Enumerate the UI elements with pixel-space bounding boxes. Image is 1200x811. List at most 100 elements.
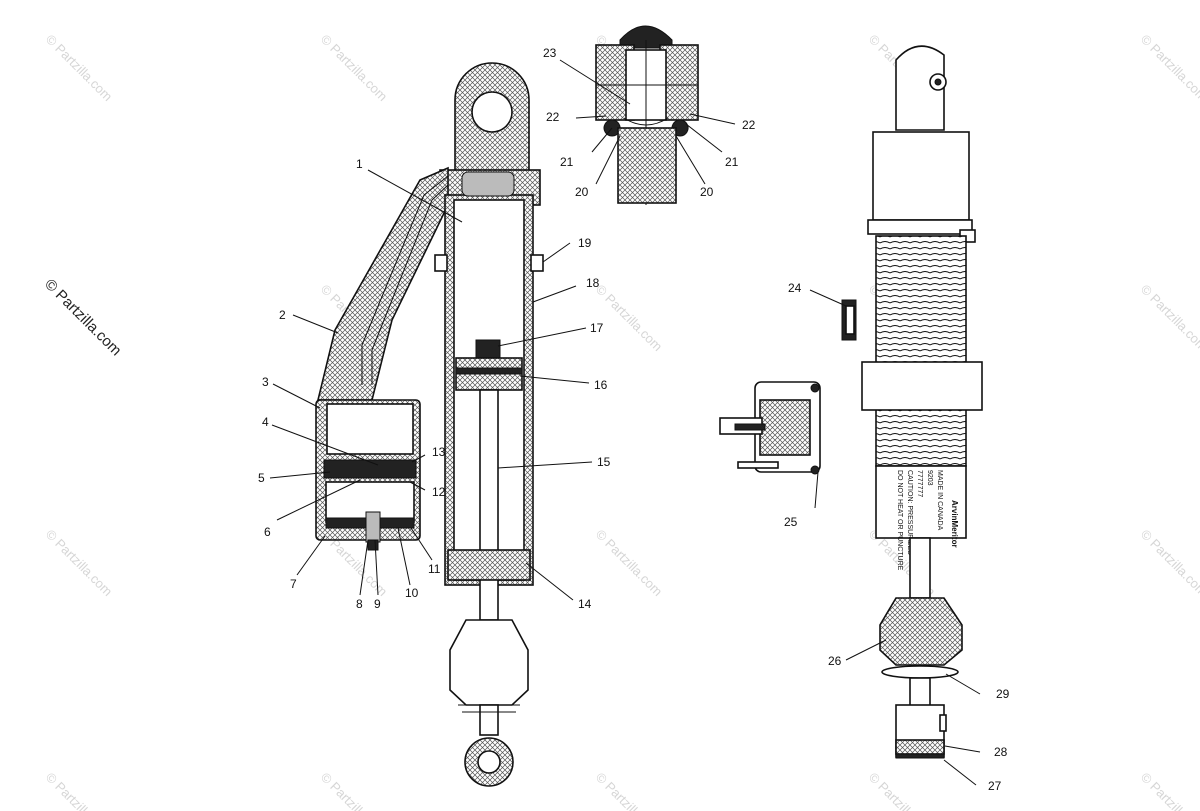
- watermark: © Partzilla.com: [318, 770, 391, 811]
- lower-collar: [458, 704, 520, 713]
- clevis-washer: [895, 753, 945, 759]
- lower-mount-bore: [477, 750, 501, 774]
- callout-25: 25: [784, 515, 798, 529]
- callout-8: 8: [356, 597, 363, 611]
- exterior-shock: ArvinMeritor MADE IN CANADA 9203 7777777…: [841, 45, 983, 759]
- callout-2: 2: [279, 308, 286, 322]
- reservoir-piston: [323, 459, 417, 479]
- callout-24: 24: [788, 281, 802, 295]
- shock-label-band: [875, 465, 967, 539]
- callout-17: 17: [590, 321, 604, 335]
- watermark: © Partzilla.com: [1138, 32, 1200, 105]
- callout-3: 3: [262, 375, 269, 389]
- hose-passage: [371, 184, 449, 385]
- reservoir-cap: [326, 403, 414, 455]
- callout-10: 10: [405, 586, 419, 600]
- valve-cap: [367, 539, 379, 551]
- adjuster-knob: [845, 305, 855, 335]
- jounce-bumper: [879, 597, 963, 666]
- top-eye-hole-inner: [934, 78, 942, 86]
- bushing-detail: [595, 25, 699, 205]
- callout-6: 6: [264, 525, 271, 539]
- bushing-bearing: [623, 117, 669, 126]
- callout-29: 29: [996, 687, 1010, 701]
- callout-19: 19: [578, 236, 592, 250]
- leader-lines: [269, 59, 981, 786]
- watermark: © Partzilla.com: [593, 770, 666, 811]
- callout-16: 16: [594, 378, 608, 392]
- watermark: © Partzilla.com: [1138, 527, 1200, 600]
- shock-label-brand: ArvinMeritor: [950, 500, 959, 548]
- retaining-clip: [530, 254, 544, 272]
- adjuster-detail: [719, 381, 821, 475]
- threaded-body: [875, 235, 967, 467]
- watermark: © Partzilla.com: [43, 770, 116, 811]
- callout-26: 26: [828, 654, 842, 668]
- top-mount-bore: [471, 91, 513, 133]
- upper-collar: [867, 219, 973, 235]
- clevis-lug: [939, 714, 947, 732]
- shock-label-line: DO NOT HEAT OR PUNCTURE: [896, 470, 903, 571]
- callout-5: 5: [258, 471, 265, 485]
- shock-label: ArvinMeritor MADE IN CANADA 9203 7777777…: [896, 470, 959, 571]
- callout-22a: 22: [546, 110, 560, 124]
- lower-shaft: [909, 677, 931, 707]
- shock-label-line: MADE IN CANADA: [936, 470, 943, 531]
- valve-core: [365, 511, 381, 543]
- callout-21b: 21: [725, 155, 739, 169]
- adjuster-screw: [810, 383, 820, 393]
- watermark: © Partzilla.com: [43, 32, 116, 105]
- callout-numbers: 1 2 3 4 5 6 7 8 9 10 11 12 13 14 15 16 1…: [258, 46, 1010, 793]
- watermark: © Partzilla.com: [593, 282, 666, 355]
- callout-22b: 22: [742, 118, 756, 132]
- eye-section: [617, 127, 677, 204]
- callout-15: 15: [597, 455, 611, 469]
- rod-guide: [447, 549, 531, 581]
- adjuster-spindle: [734, 423, 766, 431]
- callout-28: 28: [994, 745, 1008, 759]
- callout-20b: 20: [700, 185, 714, 199]
- adjuster-rotor: [759, 399, 811, 456]
- cutaway-shock: [315, 62, 544, 787]
- exterior-shaft: [909, 537, 931, 599]
- callout-27: 27: [988, 779, 1002, 793]
- shock-label-line: 7777777: [916, 470, 923, 497]
- spring-adjuster: [861, 361, 983, 411]
- adjuster-lug: [737, 461, 779, 469]
- bumper-washer: [881, 665, 959, 679]
- reservoir-arm: [316, 166, 449, 401]
- lower-bumper: [449, 619, 529, 706]
- top-eye-exterior: [895, 45, 945, 131]
- callout-12: 12: [432, 485, 446, 499]
- piston-rod: [479, 389, 499, 621]
- callout-14: 14: [578, 597, 592, 611]
- callout-23: 23: [543, 46, 557, 60]
- clevis-bushing: [895, 739, 945, 755]
- shock-label-line: CAUTION: PRESSURIZED: [906, 470, 913, 555]
- watermark: © Partzilla.com: [43, 527, 116, 600]
- watermark: © Partzilla.com: [1138, 282, 1200, 355]
- adjuster-screw: [810, 465, 820, 475]
- side-watermark: © Partzilla.com: [41, 276, 124, 359]
- piston-band: [455, 367, 523, 375]
- callout-18: 18: [586, 276, 600, 290]
- callout-20a: 20: [575, 185, 589, 199]
- callout-4: 4: [262, 415, 269, 429]
- upper-body: [872, 131, 970, 221]
- watermark: © Partzilla.com: [1138, 770, 1200, 811]
- retaining-clip: [434, 254, 448, 272]
- callout-9: 9: [374, 597, 381, 611]
- callout-7: 7: [290, 577, 297, 591]
- cylinder-cap: [461, 171, 515, 197]
- watermark: © Partzilla.com: [318, 32, 391, 105]
- shock-label-line: 9203: [926, 470, 933, 486]
- callout-13: 13: [432, 445, 446, 459]
- watermark: © Partzilla.com: [866, 770, 939, 811]
- callout-1: 1: [356, 157, 363, 171]
- lower-stem: [479, 704, 499, 736]
- piston-nut: [475, 339, 501, 359]
- callout-21a: 21: [560, 155, 574, 169]
- callout-11: 11: [428, 562, 441, 576]
- hose-passage: [361, 175, 449, 385]
